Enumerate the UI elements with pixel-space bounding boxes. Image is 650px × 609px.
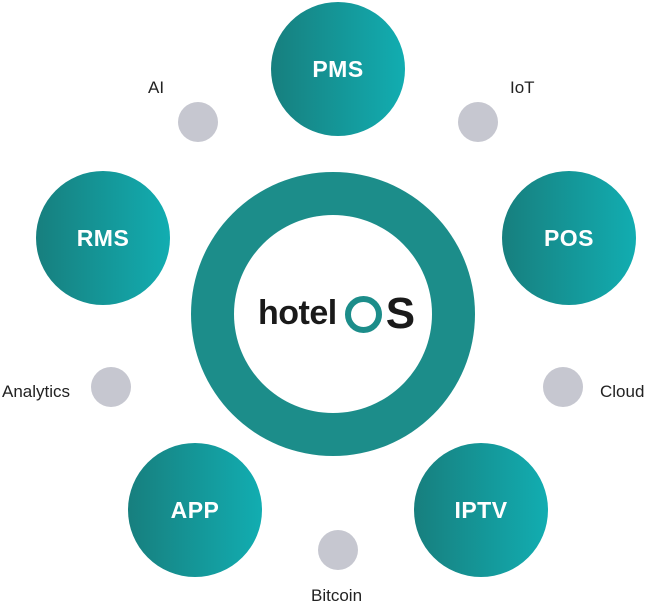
satellite-label-bitcoin: Bitcoin	[311, 586, 363, 605]
logo-text: hotel	[258, 294, 337, 332]
satellite-label-ai: AI	[148, 78, 165, 97]
satellite-label-cloud: Cloud	[600, 382, 645, 401]
satellite-dot-bitcoin	[318, 530, 358, 570]
satellite-dot-ai	[178, 102, 218, 142]
node-pms-label: PMS	[312, 55, 364, 82]
node-iptv: IPTV	[414, 443, 548, 577]
node-pms: PMS	[271, 2, 405, 136]
node-rms: RMS	[36, 171, 170, 305]
node-pos-label: POS	[543, 224, 595, 251]
satellite-dot-iot	[458, 102, 498, 142]
satellite-dot-cloud	[543, 367, 583, 407]
node-rms-label: RMS	[76, 224, 130, 251]
center-ring	[191, 172, 475, 456]
node-pos: POS	[502, 171, 636, 305]
satellite-dot-analytics	[91, 367, 131, 407]
center-ring-hole	[234, 215, 432, 413]
hotel-os-logo: hotel S	[258, 290, 428, 336]
node-iptv-label: IPTV	[454, 496, 508, 523]
satellite-label-analytics: Analytics	[2, 382, 71, 401]
node-app-label: APP	[170, 496, 220, 523]
logo-letter-s: S	[385, 289, 416, 338]
logo-o-ring-icon	[344, 295, 382, 333]
satellite-label-iot: IoT	[510, 78, 535, 97]
node-app: APP	[128, 443, 262, 577]
